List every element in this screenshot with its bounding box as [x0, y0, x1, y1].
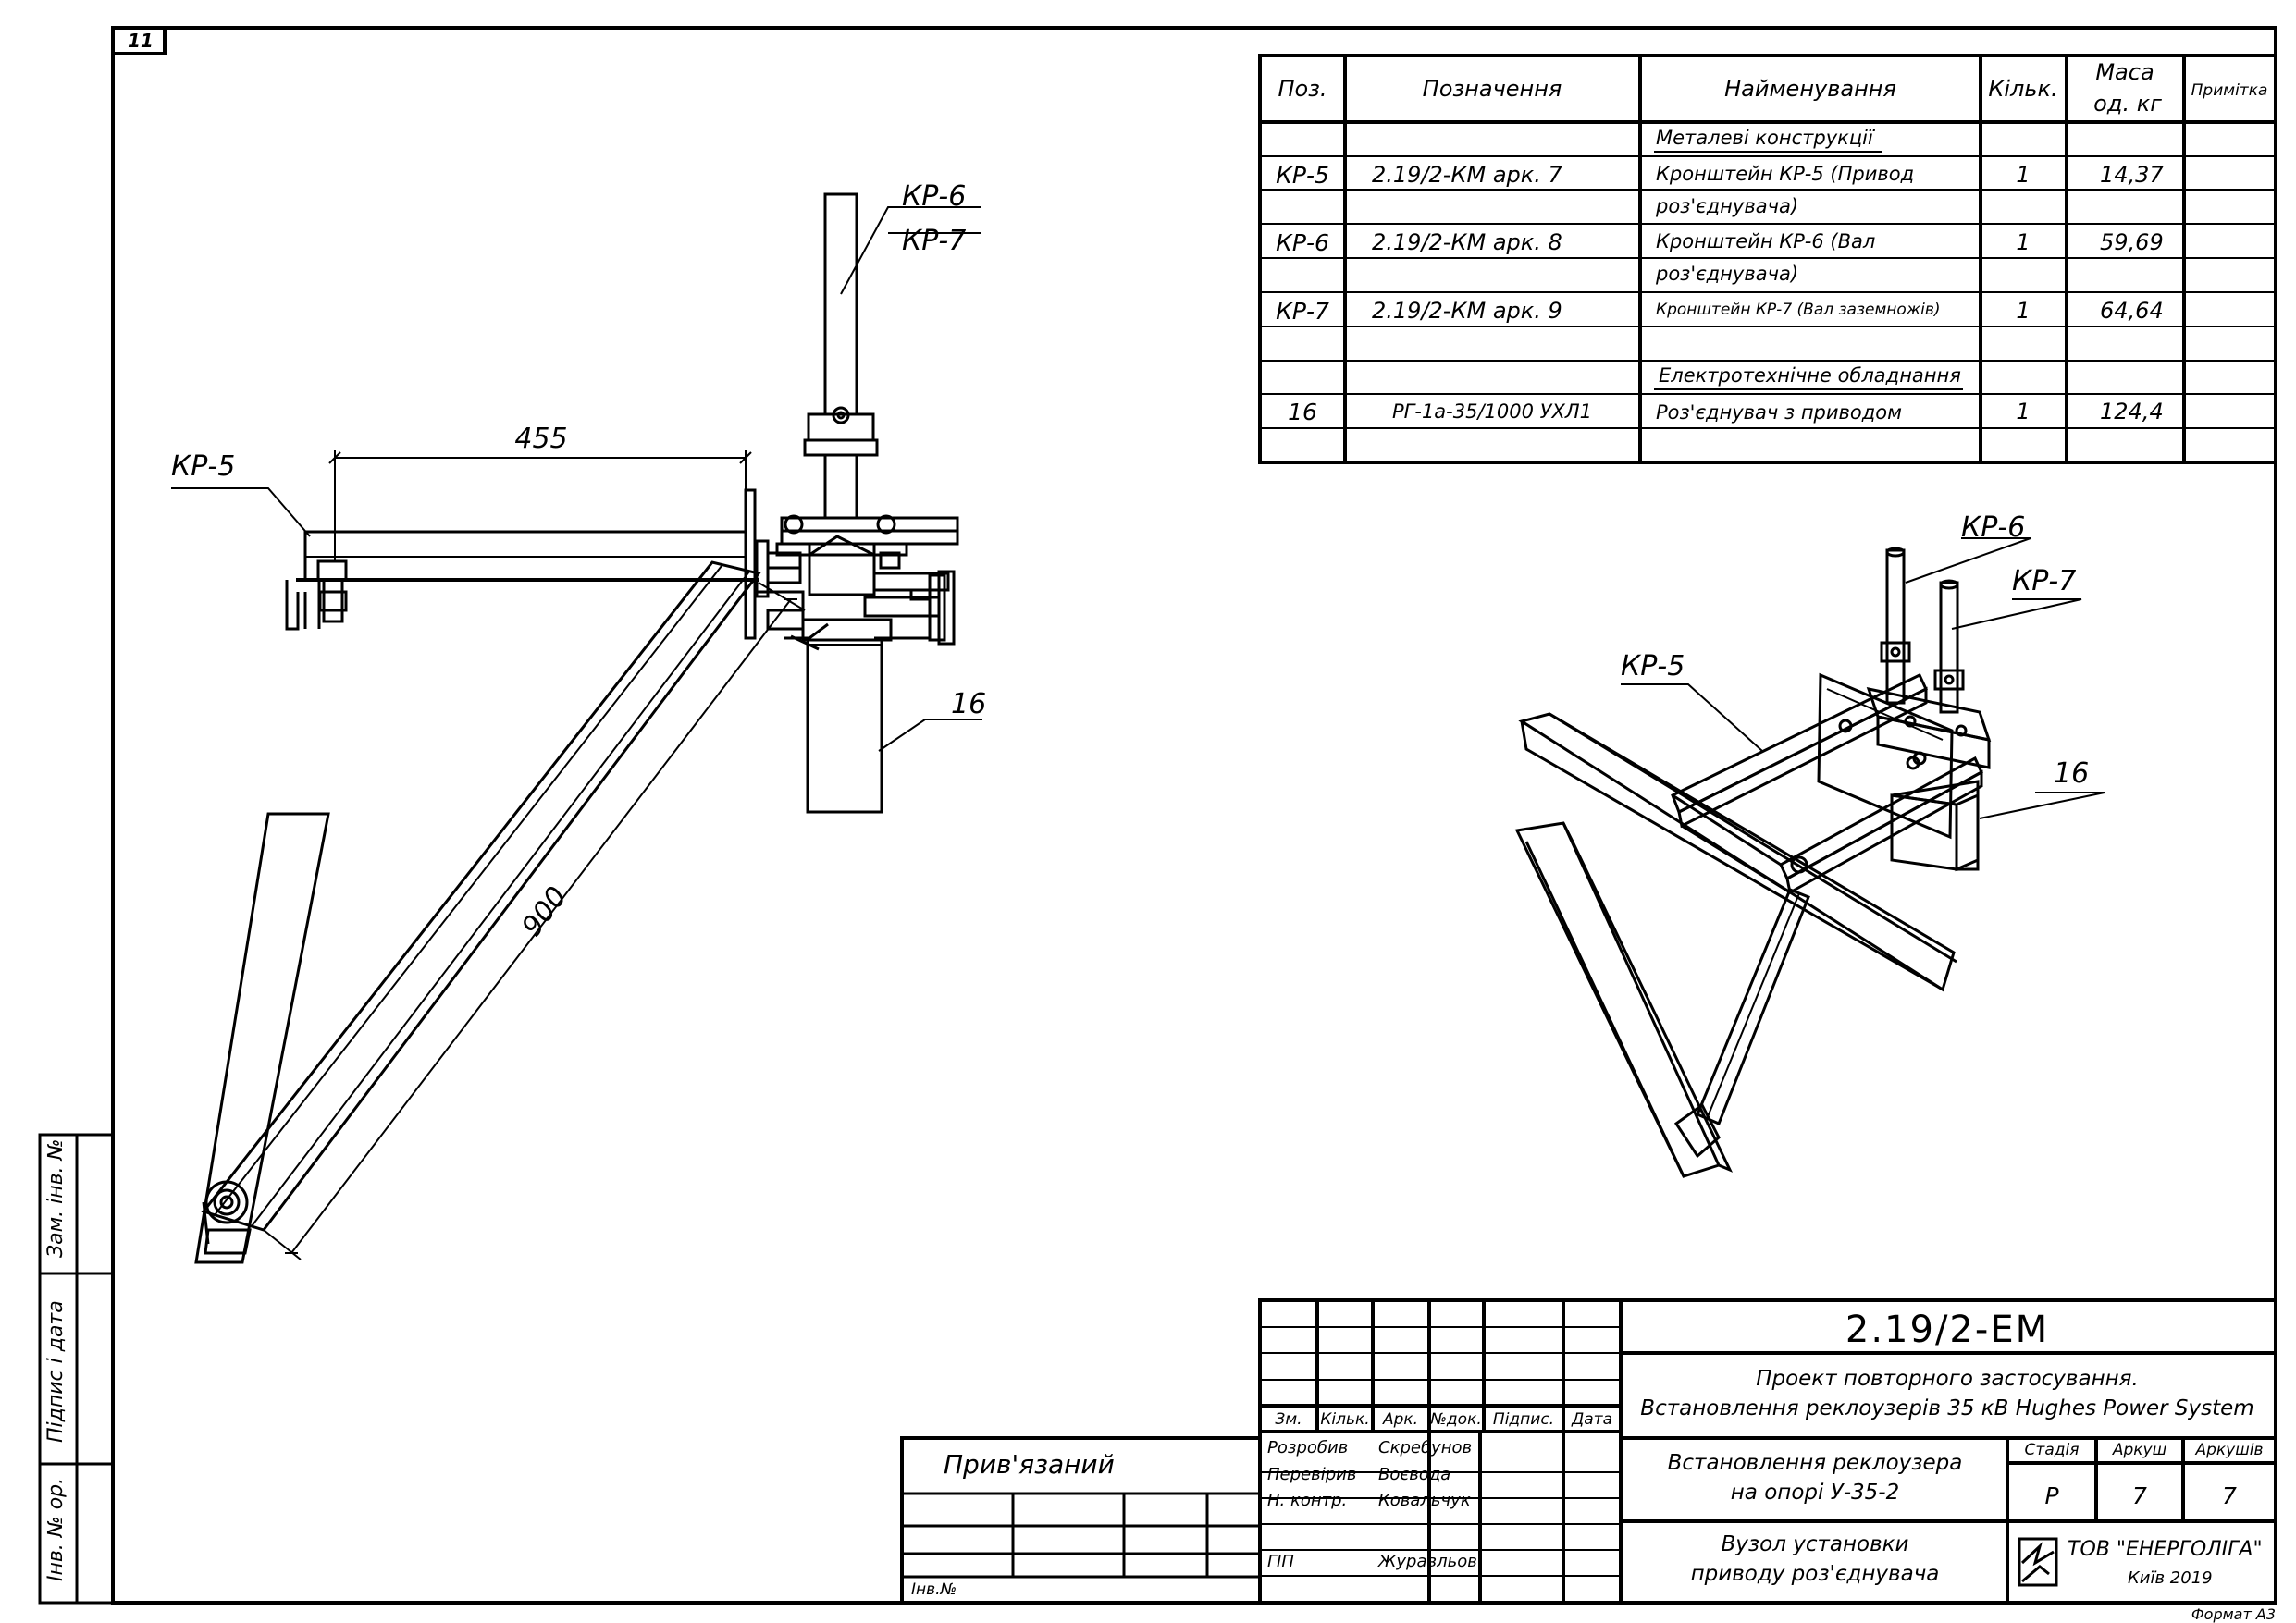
- dimension-455: 455: [514, 423, 568, 455]
- spec-row-pos: КР-5: [1276, 162, 1329, 189]
- spec-header-mass-2: од. кг: [2093, 91, 2162, 117]
- spec-table-grid: [1258, 54, 2277, 464]
- document-code: 2.19/2-ЕМ: [1845, 1309, 2050, 1351]
- tb-col-ark: Арк.: [1382, 1410, 1419, 1429]
- spec-row-qty: 1: [2016, 298, 2031, 324]
- spec-row-name: Кронштейн КР-6 (Вал: [1656, 230, 1876, 252]
- tb-col-pidpys: Підпис.: [1492, 1410, 1555, 1429]
- tb-role-norm-control: Н. контр.: [1267, 1491, 1348, 1510]
- spec-row-designation: 2.19/2-КМ арк. 8: [1372, 229, 1562, 255]
- tb-col-kilk: Кільк.: [1320, 1410, 1370, 1429]
- project-line-1: Проект повторного застосування.: [1756, 1367, 2139, 1391]
- main-view: [194, 192, 959, 1264]
- spec-row-name: Кронштейн КР-7 (Вал заземножів): [1656, 301, 1941, 319]
- side-stamp-inv-orig: Інв. № ор.: [44, 1477, 68, 1581]
- spec-row-designation: 2.19/2-КМ арк. 9: [1372, 298, 1562, 324]
- label-kp7: КР-7: [902, 225, 967, 257]
- spec-row-pos: КР-6: [1276, 229, 1329, 256]
- iso-label-item-16: 16: [2054, 757, 2090, 790]
- spec-header-note: Примітка: [2191, 81, 2268, 100]
- spec-header-mass-1: Маса: [2095, 59, 2154, 85]
- side-stamp-pidpys: Підпис і дата: [44, 1300, 68, 1443]
- tb-col-ndok: №док.: [1430, 1410, 1482, 1429]
- iso-label-kp5: КР-5: [1621, 650, 1685, 682]
- label-kp5: КР-5: [171, 450, 236, 483]
- tb-col-zm: Зм.: [1275, 1410, 1302, 1429]
- tb-role-chief-engineer: ГІП: [1267, 1552, 1294, 1571]
- tb-person-checker: Воєвода: [1378, 1465, 1451, 1484]
- subtitle-line-1: Вузол установки: [1721, 1532, 1909, 1556]
- spec-row-designation: РГ-1а-35/1000 УХЛ1: [1392, 400, 1592, 423]
- sheet-number: 11: [128, 30, 154, 52]
- spec-header-designation: Позначення: [1422, 76, 1562, 102]
- bound-label: Прив'язаний: [944, 1449, 1115, 1480]
- spec-row-qty: 1: [2016, 399, 2031, 424]
- isometric-view: [1514, 547, 1992, 1178]
- spec-header-pos: Поз.: [1278, 76, 1327, 102]
- spec-row-pos: КР-7: [1276, 298, 1329, 325]
- spec-row-qty: 1: [2016, 162, 2031, 188]
- title-line-1: Встановлення реклоузера: [1667, 1451, 1963, 1475]
- tb-col-data: Дата: [1571, 1410, 1613, 1429]
- title-line-2: на опорі У-35-2: [1730, 1481, 1900, 1505]
- subtitle-line-2: приводу роз'єднувача: [1690, 1562, 1940, 1586]
- sheet-label: Аркуш: [2112, 1441, 2167, 1459]
- label-item-16: 16: [951, 688, 987, 720]
- spec-section-electrical: Електротехнічне обладнання: [1659, 364, 1961, 387]
- spec-row-mass: 64,64: [2100, 298, 2164, 324]
- tb-person-developer: Скребунов: [1378, 1438, 1473, 1457]
- spec-section-metal: Металеві конструкції: [1656, 127, 1873, 149]
- sheet-value: 7: [2132, 1482, 2147, 1509]
- side-stamp: [38, 1133, 115, 1605]
- spec-row-mass: 59,69: [2100, 229, 2164, 255]
- spec-header-name: Найменування: [1724, 76, 1896, 102]
- title-block-grid: [900, 1298, 2277, 1605]
- side-stamp-zam-inv: Зам. інв. №: [44, 1138, 68, 1259]
- company-name: ТОВ "ЕНЕРГОЛІГА": [2068, 1538, 2263, 1561]
- leader-lines: [171, 206, 982, 752]
- spec-row-designation: 2.19/2-КМ арк. 7: [1372, 162, 1562, 188]
- stage-value: Р: [2044, 1482, 2059, 1509]
- project-line-2: Встановлення реклоузерів 35 кВ Hughes Po…: [1640, 1396, 2254, 1420]
- spec-row-name-cont: роз'єднувача): [1656, 263, 1799, 285]
- bound-inv-label: Інв.№: [911, 1580, 957, 1599]
- spec-row-qty: 1: [2016, 229, 2031, 255]
- spec-row-name: Роз'єднувач з приводом: [1656, 401, 1902, 424]
- stage-label: Стадія: [2024, 1441, 2080, 1459]
- iso-label-kp7: КР-7: [2012, 565, 2077, 597]
- label-kp6: КР-6: [902, 180, 967, 213]
- spec-header-qty: Кільк.: [1988, 76, 2058, 102]
- spec-row-mass: 14,37: [2100, 162, 2164, 188]
- sheets-label: Аркушів: [2195, 1441, 2264, 1459]
- spec-row-pos: 16: [1288, 399, 1317, 425]
- dimensions: [263, 450, 806, 1260]
- tb-person-norm-control: Ковальчук: [1378, 1491, 1471, 1510]
- tb-person-chief-engineer: Журавльов: [1378, 1552, 1477, 1571]
- sheets-value: 7: [2222, 1482, 2237, 1509]
- company-logo: [2018, 1537, 2058, 1587]
- spec-row-name: Кронштейн КР-5 (Привод: [1656, 163, 1915, 185]
- tb-role-developer: Розробив: [1267, 1438, 1349, 1457]
- tb-role-checker: Перевірив: [1267, 1465, 1357, 1484]
- spec-row-mass: 124,4: [2100, 399, 2164, 424]
- spec-row-name-cont: роз'єднувача): [1656, 195, 1799, 217]
- iso-leader-lines: [1621, 537, 2105, 819]
- format-label: Формат А3: [2191, 1605, 2276, 1623]
- iso-label-kp6: КР-6: [1961, 511, 2026, 544]
- company-city-year: Київ 2019: [2128, 1568, 2213, 1588]
